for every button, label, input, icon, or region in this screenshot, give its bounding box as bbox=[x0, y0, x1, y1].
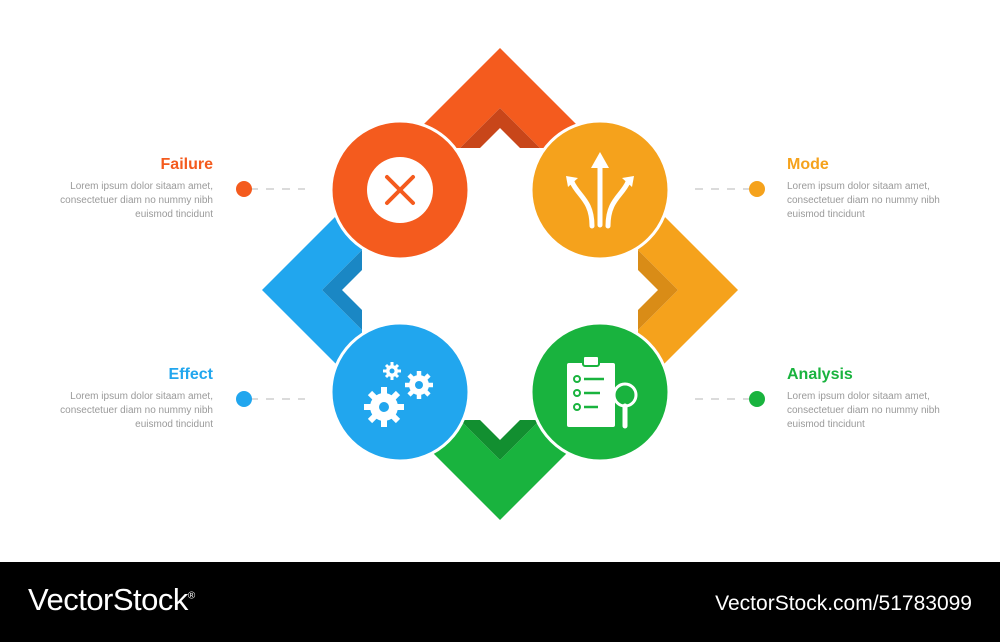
chevron-left bbox=[262, 190, 362, 390]
chevron-top bbox=[400, 48, 600, 148]
mode-label: Mode Lorem ipsum dolor sitaam amet, cons… bbox=[787, 156, 977, 222]
failure-title: Failure bbox=[160, 156, 213, 173]
analysis-description: Lorem ipsum dolor sitaam amet, consectet… bbox=[787, 391, 940, 430]
effect-circle bbox=[329, 321, 471, 463]
analysis-title: Analysis bbox=[787, 366, 853, 383]
chevron-bottom bbox=[400, 420, 600, 520]
close-x-icon bbox=[367, 157, 433, 223]
mode-circle bbox=[529, 119, 671, 261]
analysis-label: Analysis Lorem ipsum dolor sitaam amet, … bbox=[787, 366, 977, 432]
brand-name: VectorStock bbox=[28, 582, 188, 617]
analysis-circle bbox=[529, 321, 671, 463]
effect-description: Lorem ipsum dolor sitaam amet, consectet… bbox=[60, 391, 213, 430]
clipboard-magnifier-icon bbox=[567, 355, 638, 429]
connector-mode bbox=[695, 181, 765, 197]
mode-title: Mode bbox=[787, 156, 829, 173]
image-id: VectorStock.com/51783099 bbox=[715, 592, 972, 615]
watermark-bar bbox=[0, 562, 1000, 642]
effect-label: Effect Lorem ipsum dolor sitaam amet, co… bbox=[23, 366, 213, 432]
diamond-diagram bbox=[236, 48, 765, 520]
mode-description: Lorem ipsum dolor sitaam amet, consectet… bbox=[787, 181, 940, 220]
split-arrows-icon bbox=[566, 152, 634, 229]
connector-effect bbox=[236, 391, 305, 407]
connector-analysis bbox=[695, 391, 765, 407]
chevron-right bbox=[638, 190, 738, 390]
failure-circle bbox=[329, 119, 471, 261]
infographic-canvas: Failure Lorem ipsum dolor sitaam amet, c… bbox=[23, 48, 977, 520]
vectorstock-logo: VectorStock® bbox=[28, 582, 195, 618]
gears-icon bbox=[364, 362, 433, 427]
failure-label: Failure Lorem ipsum dolor sitaam amet, c… bbox=[23, 156, 213, 222]
connector-failure bbox=[236, 181, 305, 197]
effect-title: Effect bbox=[168, 366, 213, 383]
registered-mark: ® bbox=[187, 590, 195, 602]
failure-description: Lorem ipsum dolor sitaam amet, consectet… bbox=[60, 181, 213, 220]
